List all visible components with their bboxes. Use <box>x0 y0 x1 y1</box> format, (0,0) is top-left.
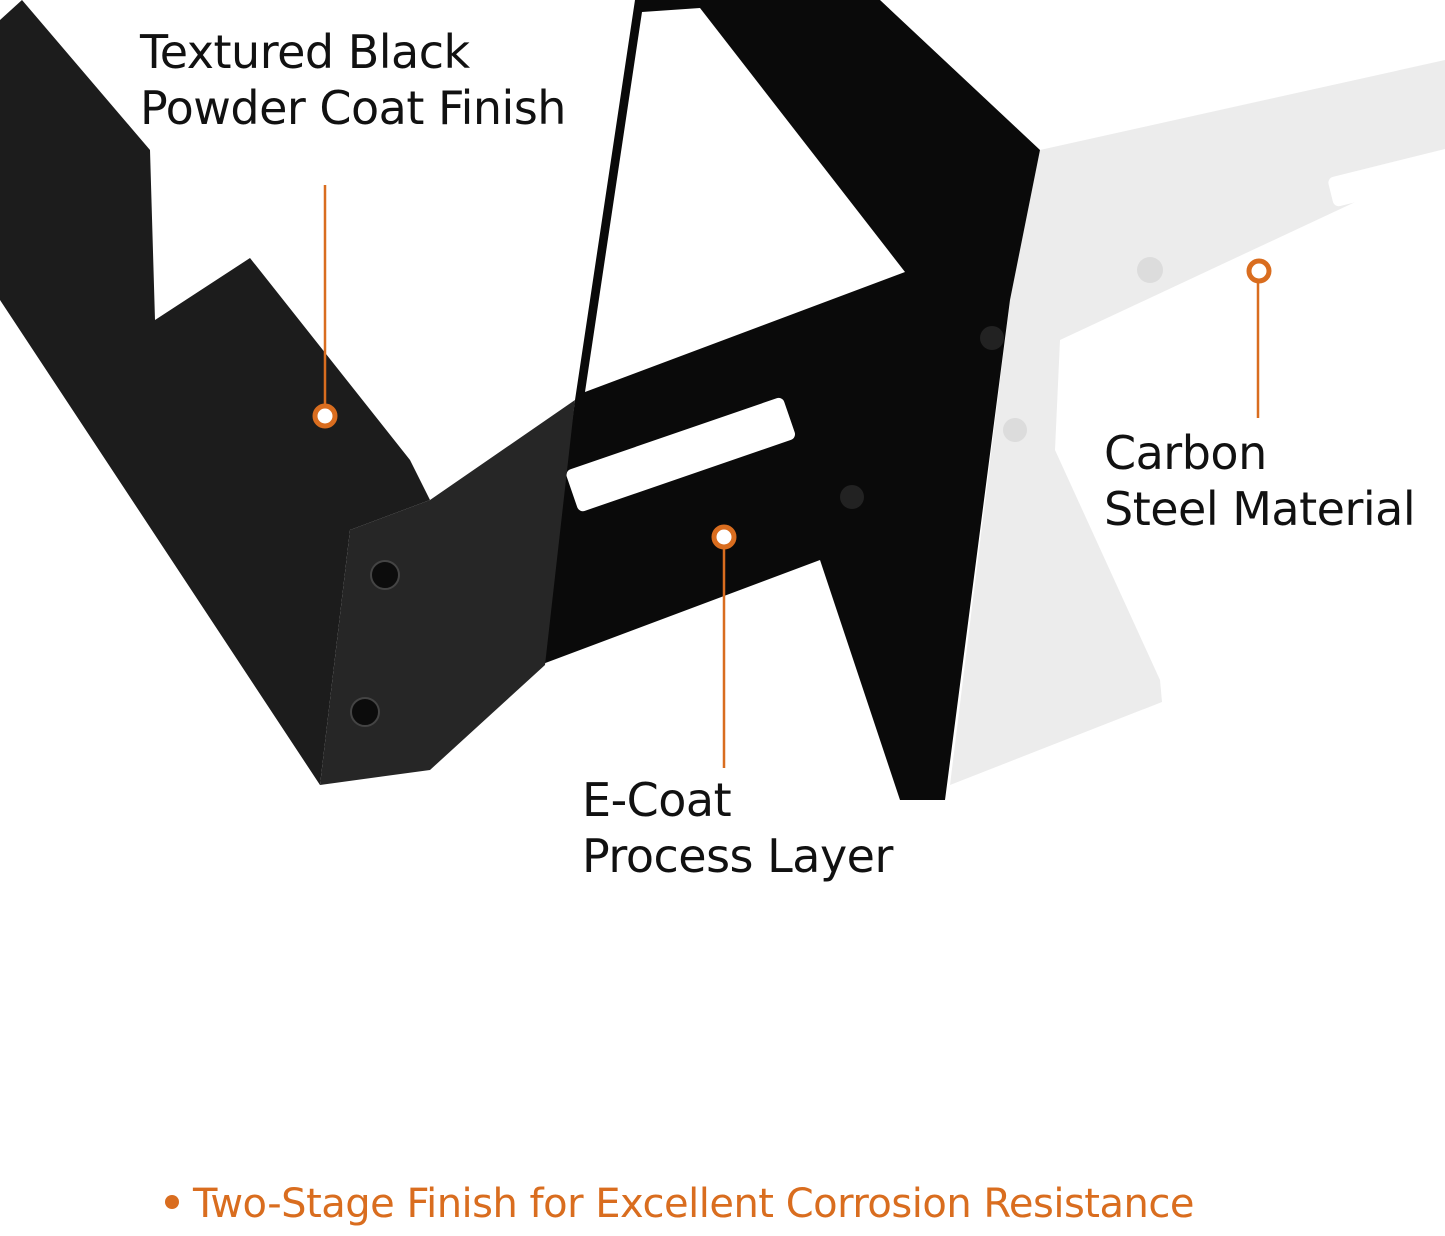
e-coat-line1: E-Coat <box>582 773 732 827</box>
carbon-steel-line1: Carbon <box>1104 426 1267 480</box>
e-coat-marker <box>711 524 737 550</box>
powder-coat-line2: Powder Coat Finish <box>140 81 566 135</box>
carbon-steel-line2: Steel Material <box>1104 482 1416 536</box>
carbon-steel-marker <box>1246 258 1272 284</box>
bullet-icon <box>165 1195 179 1209</box>
powder-coat-callout: Textured Black Powder Coat Finish <box>140 24 566 136</box>
e-coat-callout: E-Coat Process Layer <box>582 772 893 884</box>
footer-tagline: Two-Stage Finish for Excellent Corrosion… <box>165 1178 1194 1230</box>
powder-coat-rail <box>0 0 430 785</box>
carbon-steel-callout: Carbon Steel Material <box>1104 425 1416 537</box>
black-slot <box>566 397 796 512</box>
frame-opening <box>585 8 905 392</box>
gray-slot <box>1328 148 1445 207</box>
carbon-steel-section <box>950 60 1445 785</box>
e-coat-line2: Process Layer <box>582 829 893 883</box>
powder-coat-line1: Textured Black <box>140 25 470 79</box>
powder-coat-marker <box>312 403 338 429</box>
corner-plate <box>320 400 575 785</box>
footer-text: Two-Stage Finish for Excellent Corrosion… <box>193 1181 1194 1227</box>
